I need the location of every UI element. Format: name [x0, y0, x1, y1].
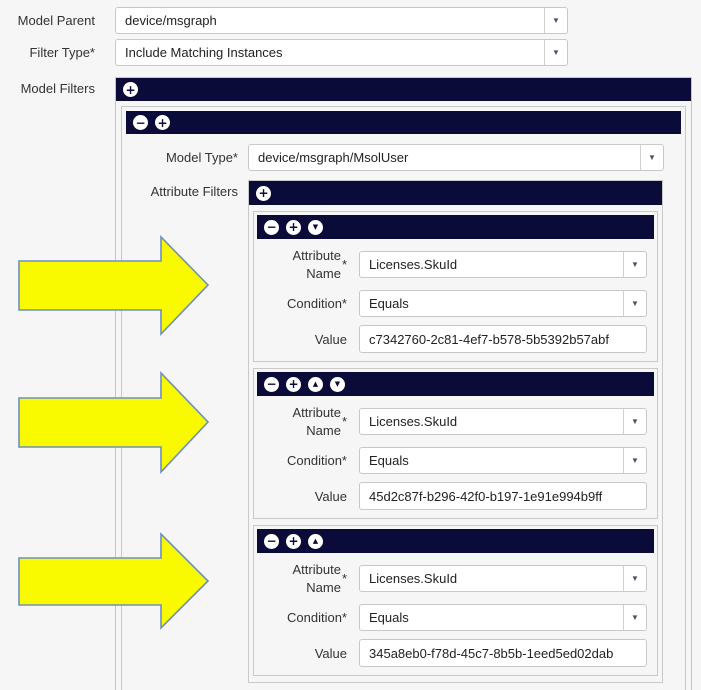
model-parent-row: Model Parent device/msgraph ▼	[0, 7, 701, 34]
model-filters-toolbar: +	[116, 78, 691, 101]
model-type-select[interactable]: device/msgraph/MsolUser ▼	[248, 144, 664, 171]
attribute-name-row: Attribute Name * Licenses.SkuId ▼	[254, 561, 657, 596]
model-filters-row: Model Filters + − + Model Type*	[0, 77, 701, 690]
filter-type-value: Include Matching Instances	[125, 45, 283, 60]
add-attribute-filter-icon[interactable]: +	[286, 219, 301, 235]
dropdown-arrow-icon[interactable]: ▼	[623, 566, 646, 592]
model-filters-label: Model Filters	[20, 81, 95, 96]
model-parent-select[interactable]: device/msgraph ▼	[115, 7, 568, 34]
value-input[interactable]	[359, 639, 647, 668]
value-row: Value	[254, 639, 657, 668]
dropdown-arrow-icon[interactable]: ▼	[623, 605, 646, 631]
move-up-icon[interactable]: ▲	[308, 376, 323, 392]
attribute-name-select[interactable]: Licenses.SkuId ▼	[359, 408, 647, 436]
attribute-name-label: Attribute Name *	[292, 248, 347, 281]
remove-attribute-filter-icon[interactable]: −	[264, 533, 279, 549]
remove-model-filter-icon[interactable]: −	[133, 115, 148, 130]
model-type-label: Model Type*	[165, 150, 238, 165]
model-type-row: Model Type* device/msgraph/MsolUser ▼	[122, 144, 685, 171]
add-model-filter-icon[interactable]: +	[123, 82, 138, 97]
attribute-filter-item: − + ▲ Attribute Name *	[253, 525, 658, 677]
filter-type-row: Filter Type* Include Matching Instances …	[0, 39, 701, 66]
condition-label: Condition*	[287, 453, 347, 469]
condition-select[interactable]: Equals ▼	[359, 604, 647, 632]
attribute-name-select[interactable]: Licenses.SkuId ▼	[359, 251, 647, 279]
attribute-name-label: Attribute Name *	[292, 405, 347, 438]
condition-row: Condition* Equals ▼	[254, 447, 657, 475]
value-label: Value	[314, 645, 347, 661]
value-row: Value	[254, 325, 657, 354]
attribute-name-select[interactable]: Licenses.SkuId ▼	[359, 565, 647, 593]
value-input[interactable]	[359, 482, 647, 511]
dropdown-arrow-icon[interactable]: ▼	[640, 145, 663, 170]
condition-label: Condition*	[287, 296, 347, 312]
attribute-filters-label: Attribute Filters	[150, 184, 238, 199]
condition-row: Condition* Equals ▼	[254, 290, 657, 318]
add-attribute-filter-icon[interactable]: +	[286, 376, 301, 392]
condition-select[interactable]: Equals ▼	[359, 447, 647, 475]
attribute-filter-toolbar: − + ▲ ▼	[257, 372, 654, 397]
attribute-filters-panel: + − + ▼	[248, 180, 663, 684]
model-filter-item-panel: − + Model Type* device/msgraph/MsolUser …	[121, 106, 686, 690]
remove-attribute-filter-icon[interactable]: −	[264, 376, 279, 392]
attribute-filters-toolbar: +	[249, 181, 662, 205]
filter-type-label: Filter Type*	[29, 45, 95, 60]
model-parent-label: Model Parent	[17, 13, 95, 28]
attribute-filter-item: − + ▲ ▼ Attribute Name	[253, 368, 658, 520]
attribute-filter-toolbar: − + ▼	[257, 215, 654, 239]
value-label: Value	[314, 488, 347, 504]
model-filters-panel: + − + Model Type* device/m	[115, 77, 692, 690]
dropdown-arrow-icon[interactable]: ▼	[544, 40, 567, 65]
attribute-name-row: Attribute Name * Licenses.SkuId ▼	[254, 404, 657, 439]
value-input[interactable]	[359, 325, 647, 354]
attribute-filter-item: − + ▼ Attribute Name *	[253, 211, 658, 363]
value-row: Value	[254, 482, 657, 511]
model-filter-toolbar: − +	[126, 111, 681, 134]
move-down-icon[interactable]: ▼	[330, 376, 345, 392]
filter-type-select[interactable]: Include Matching Instances ▼	[115, 39, 568, 66]
attribute-name-row: Attribute Name * Licenses.SkuId ▼	[254, 247, 657, 282]
required-mark: *	[341, 571, 347, 587]
model-parent-value: device/msgraph	[125, 13, 217, 28]
condition-select[interactable]: Equals ▼	[359, 290, 647, 318]
condition-row: Condition* Equals ▼	[254, 604, 657, 632]
attribute-name-label: Attribute Name *	[292, 562, 347, 595]
dropdown-arrow-icon[interactable]: ▼	[623, 409, 646, 435]
add-attribute-filter-icon[interactable]: +	[256, 185, 271, 201]
add-model-filter-icon[interactable]: +	[155, 115, 170, 130]
attribute-filter-toolbar: − + ▲	[257, 529, 654, 554]
value-label: Value	[314, 331, 347, 347]
move-down-icon[interactable]: ▼	[308, 219, 323, 235]
remove-attribute-filter-icon[interactable]: −	[264, 219, 279, 235]
move-up-icon[interactable]: ▲	[308, 533, 323, 549]
dropdown-arrow-icon[interactable]: ▼	[623, 252, 646, 278]
required-mark: *	[341, 414, 347, 430]
model-type-value: device/msgraph/MsolUser	[258, 150, 409, 165]
attribute-filters-row: Attribute Filters + −	[122, 180, 685, 684]
dropdown-arrow-icon[interactable]: ▼	[544, 8, 567, 33]
condition-label: Condition*	[287, 610, 347, 626]
required-mark: *	[341, 257, 347, 273]
dropdown-arrow-icon[interactable]: ▼	[623, 448, 646, 474]
dropdown-arrow-icon[interactable]: ▼	[623, 291, 646, 317]
add-attribute-filter-icon[interactable]: +	[286, 533, 301, 549]
